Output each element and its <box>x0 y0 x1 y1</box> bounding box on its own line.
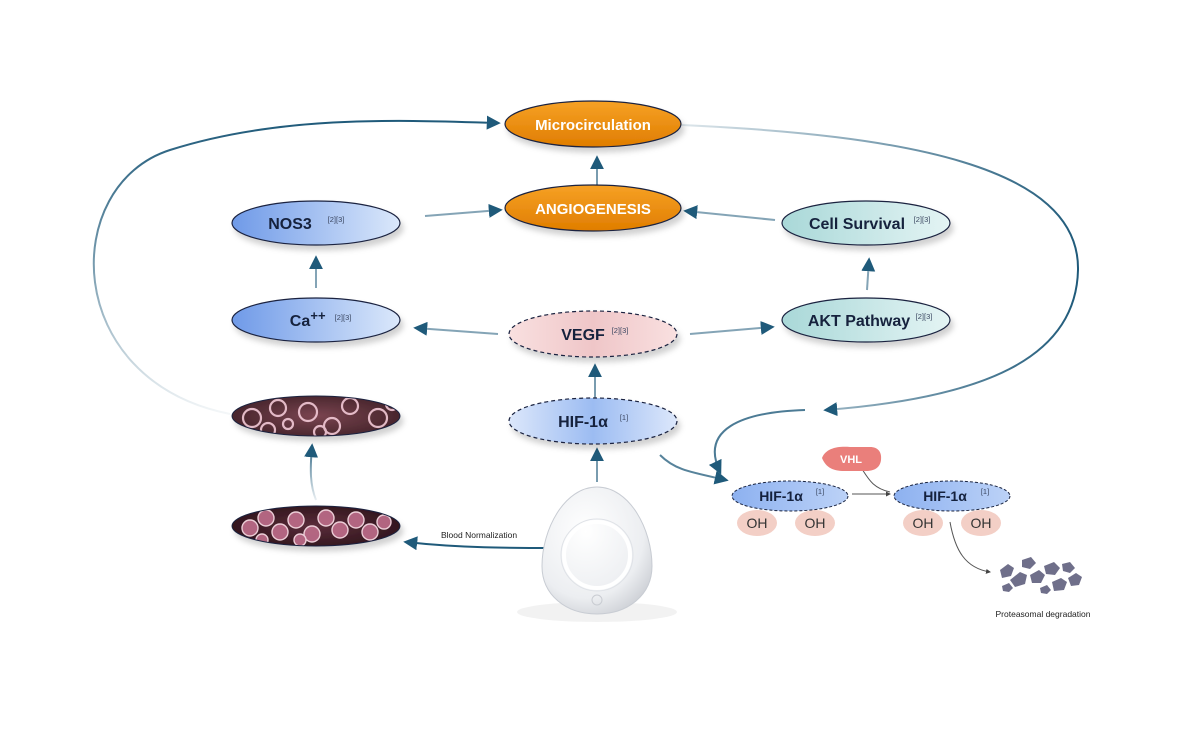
node-angiogenesis-label: ANGIOGENESIS <box>535 201 651 218</box>
oh-badge-bg <box>903 510 943 536</box>
blood-normalization-label: Blood Normalization <box>441 530 517 540</box>
node-hif-vhl-ref: [1] <box>981 487 989 496</box>
node-akt-ref: [2][3] <box>916 312 933 321</box>
node-vhl-label: VHL <box>840 454 862 466</box>
oh-label: OH <box>805 515 826 531</box>
node-cell-survival-ref: [2][3] <box>914 215 931 224</box>
connectors <box>92 115 1080 574</box>
node-nos3: NOS3 [2][3] <box>231 200 401 246</box>
node-nos3-ref: [2][3] <box>328 215 345 224</box>
node-hif-center: HIF-1α [1] <box>508 397 678 445</box>
node-nos3-label: NOS3 <box>268 216 312 233</box>
oh-badge-bg <box>737 510 777 536</box>
arrow-nos3-to-angio <box>424 203 503 218</box>
arrow-vegf-to-akt <box>689 320 775 335</box>
node-vegf-ref: [2][3] <box>612 326 629 335</box>
node-cell-survival: Cell Survival [2][3] <box>781 200 951 246</box>
oh-label: OH <box>971 515 992 531</box>
node-hif-oh-label: HIF-1α <box>759 488 803 504</box>
node-akt-label: AKT Pathway <box>808 313 910 330</box>
node-hif-center-ref: [1] <box>620 413 628 422</box>
node-ca-ref: [2][3] <box>335 313 352 322</box>
arrow-blood2-to-blood1 <box>304 443 319 501</box>
node-angiogenesis: ANGIOGENESIS <box>504 184 682 232</box>
node-hif-oh: HIF-1α [1] OH OH <box>731 480 849 536</box>
oh-badge-bg <box>961 510 1001 536</box>
node-microcirculation-label: Microcirculation <box>535 117 651 134</box>
node-hif-vhl: HIF-1α [1] OH OH <box>893 480 1011 536</box>
oh-badge-bg <box>795 510 835 536</box>
node-vhl: VHL <box>822 446 882 471</box>
node-hif-center-label: HIF-1α <box>558 414 608 431</box>
node-hif-vhl-label: HIF-1α <box>923 488 967 504</box>
arrow-hif-to-degradation <box>949 521 991 574</box>
arrow-hif-to-hif-oh <box>659 454 729 485</box>
node-vegf: VEGF [2][3] <box>508 310 678 358</box>
device-image <box>517 486 677 622</box>
node-ca-label: Ca <box>290 313 311 330</box>
arrow-microcirculation-to-hif <box>681 124 1080 417</box>
node-cell-survival-label: Cell Survival <box>809 216 905 233</box>
arrow-cellsurvival-to-angio <box>683 205 776 221</box>
node-hif-oh-ref: [1] <box>816 487 824 496</box>
node-akt-pathway: AKT Pathway [2][3] <box>781 297 951 343</box>
oh-label: OH <box>747 515 768 531</box>
arrow-blood-to-microcirculation <box>92 115 501 415</box>
node-microcirculation: Microcirculation <box>504 100 682 148</box>
arrow-akt-to-cellsurvival <box>861 257 876 291</box>
arrow-vegf-to-ca <box>413 321 499 336</box>
arrow-loop-to-hif-oh <box>708 409 806 475</box>
blood-cells-clumped-image <box>231 505 401 547</box>
node-vegf-label: VEGF <box>561 327 605 344</box>
node-ca-superscript: ++ <box>310 308 326 323</box>
proteasomal-degradation-label: Proteasomal degradation <box>996 609 1091 619</box>
arrow-device-to-blood <box>403 536 556 551</box>
blood-cells-normal-image <box>231 395 401 437</box>
node-ca: Ca ++ [2][3] <box>231 297 401 343</box>
oh-label: OH <box>913 515 934 531</box>
proteasome-fragments-image <box>1000 557 1082 594</box>
